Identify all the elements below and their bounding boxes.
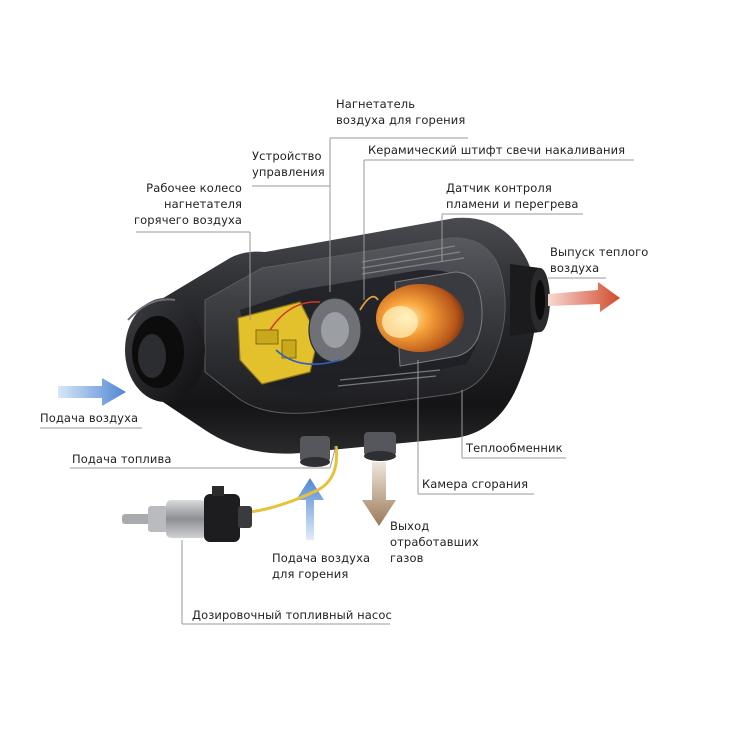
leader-lines <box>40 137 634 625</box>
air-intake-arrow <box>58 378 126 406</box>
label-combustion-chamber: Камера сгорания <box>422 477 529 491</box>
label-ceramic-pin: Керамический штифт свечи накаливания <box>368 143 626 157</box>
heater-body <box>125 217 550 467</box>
label-exhaust: Выход отработавших газов <box>390 519 479 565</box>
label-blower-air: Нагнетатель воздуха для горения <box>336 97 466 127</box>
label-heat-exchanger: Теплообменник <box>466 441 563 455</box>
dosing-pump <box>122 486 252 542</box>
label-fuel-in: Подача топлива <box>72 452 172 466</box>
label-warm-air-out: Выпуск теплого воздуха <box>550 245 649 275</box>
label-combustion-air: Подача воздуха для горения <box>272 551 371 581</box>
label-air-in: Подача воздуха <box>40 411 139 425</box>
combustion-air-arrow <box>296 478 324 540</box>
label-flame-sensor: Датчик контроля пламени и перегрева <box>446 181 579 211</box>
label-control-unit: Устройство управления <box>252 149 325 179</box>
fuel-line <box>249 445 339 514</box>
label-hot-air-wheel: Рабочее колесо нагнетателя горячего возд… <box>134 181 243 227</box>
label-dosing-pump: Дозировочный топливный насос <box>192 608 392 622</box>
warm-air-outlet-arrow <box>548 282 620 312</box>
exhaust-arrow <box>362 462 396 526</box>
